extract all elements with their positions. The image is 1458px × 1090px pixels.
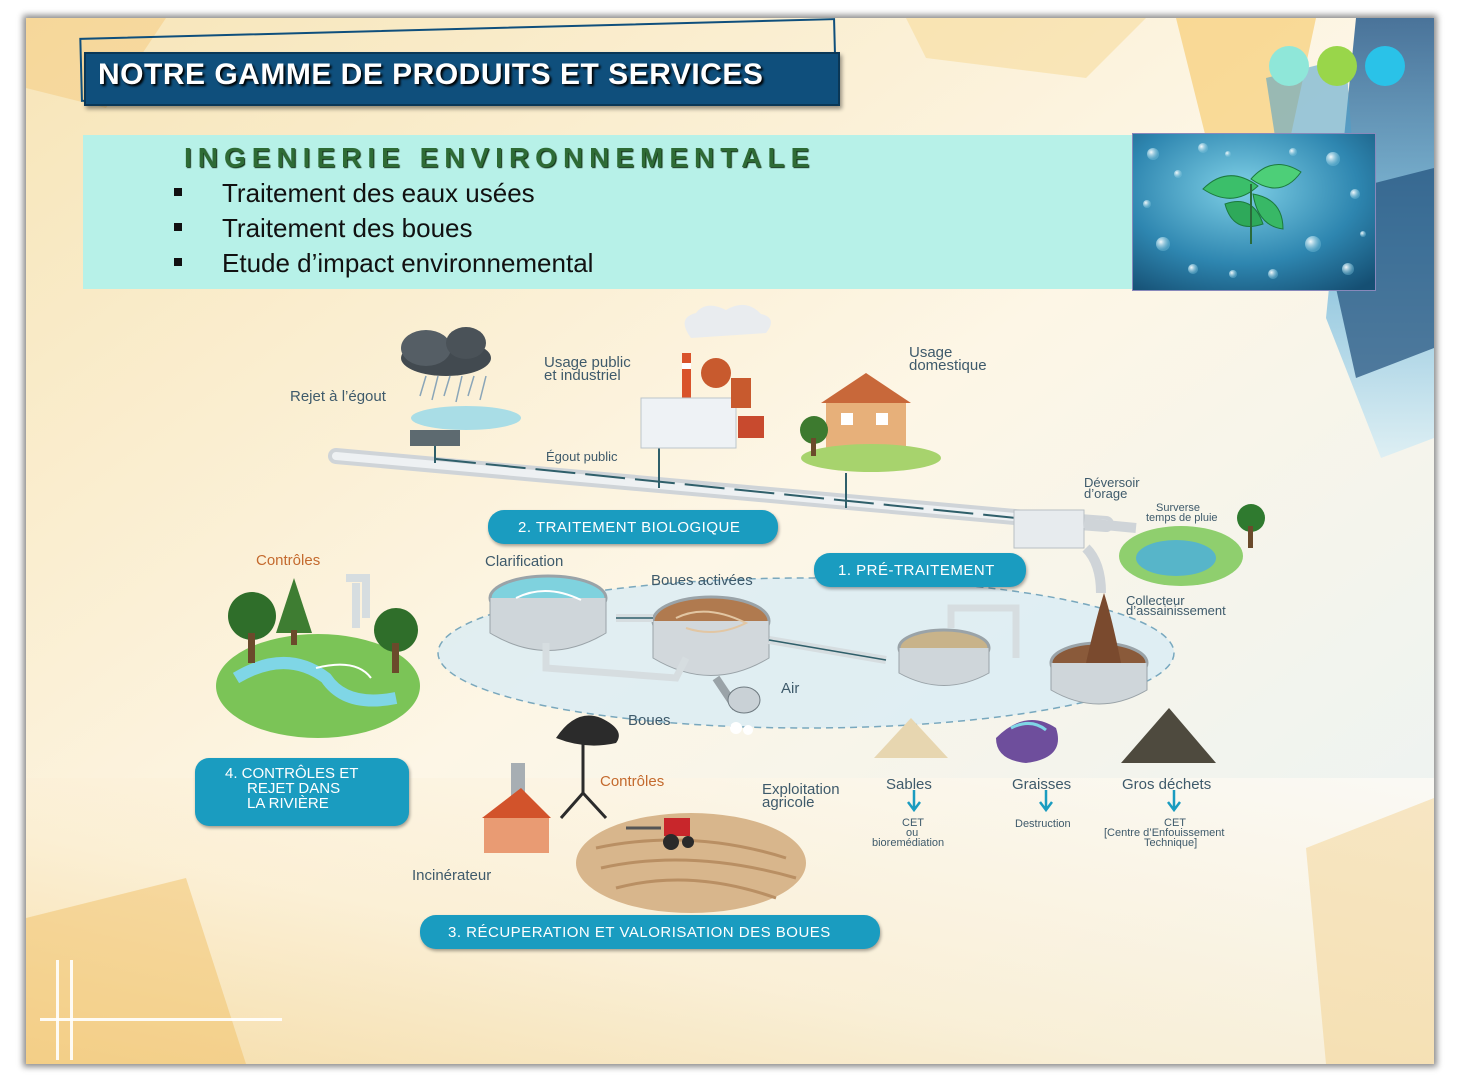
label-destruction: Destruction <box>1015 818 1071 830</box>
label-exploitation: Exploitation <box>762 781 840 798</box>
step-3-recuperation: 3. RÉCUPERATION ET VALORISATION DES BOUE… <box>420 915 880 949</box>
step-4-line-2: REJET DANS <box>247 780 341 797</box>
label-air: Air <box>781 680 800 697</box>
step-1-label: 1. PRÉ-TRAITEMENT <box>838 561 995 579</box>
leaf-water-photo <box>1132 133 1376 291</box>
bullet-text: Traitement des eaux usées <box>222 178 535 208</box>
bullet-marker <box>174 223 182 232</box>
label-rejet-egout: Rejet à l’égout <box>290 388 386 405</box>
step-4-line-1: 4. CONTRÔLES ET <box>225 765 359 782</box>
label-gros-dechets: Gros déchets <box>1122 776 1212 793</box>
step-1-pre-traitement: 1. PRÉ-TRAITEMENT <box>814 553 1026 587</box>
step-4-line-3: LA RIVIÈRE <box>247 795 329 812</box>
label-usage-domestique-2: domestique <box>909 357 987 374</box>
label-boues-activees: Boues activées <box>651 572 753 589</box>
page-title: NOTRE GAMME DE PRODUITS ET SERVICES <box>98 58 764 91</box>
label-graisses: Graisses <box>1012 776 1072 793</box>
bullet-item: Etude d’impact environnemental <box>174 248 593 279</box>
label-sables: Sables <box>886 776 932 793</box>
section-subtitle: INGENIERIE ENVIRONNEMENTALE <box>184 142 816 173</box>
label-collecteur-2: d’assainissement <box>1126 603 1226 618</box>
step-2-traitement-biologique: 2. TRAITEMENT BIOLOGIQUE <box>488 510 778 544</box>
step-3-label: 3. RÉCUPERATION ET VALORISATION DES BOUE… <box>448 923 831 941</box>
label-collecteur: Collecteur <box>1126 593 1185 608</box>
bullet-item: Traitement des eaux usées <box>174 178 535 209</box>
step-2-label: 2. TRAITEMENT BIOLOGIQUE <box>518 518 741 536</box>
label-cet-2-technique: Technique] <box>1144 837 1198 849</box>
label-cet-1-ou: ou <box>906 827 919 839</box>
bullet-text: Traitement des boues <box>222 213 473 243</box>
label-surverse: Surverse <box>1156 502 1201 514</box>
bullet-marker <box>174 258 182 267</box>
label-clarification: Clarification <box>485 553 564 570</box>
bullet-item: Traitement des boues <box>174 213 473 244</box>
label-exploitation-2: agricole <box>762 794 815 811</box>
decor-dot-teal <box>1269 46 1309 86</box>
label-egout-public: Égout public <box>546 449 618 464</box>
label-usage-public-2: et industriel <box>544 367 621 384</box>
label-usage-public: Usage public <box>544 354 631 371</box>
label-surverse-2: temps de pluie <box>1146 512 1218 524</box>
label-deversoir: Déversoir <box>1084 475 1140 490</box>
label-cet-2-centre: [Centre d’Enfouissement <box>1104 827 1225 839</box>
bullet-text: Etude d’impact environnemental <box>222 248 594 278</box>
label-boues: Boues <box>628 712 671 729</box>
label-controles-1: Contrôles <box>256 552 321 569</box>
decor-dot-blue <box>1365 46 1405 86</box>
slide: NOTRE GAMME DE PRODUITS ET SERVICES INGE… <box>26 18 1434 1064</box>
label-controles-2: Contrôles <box>600 773 665 790</box>
decor-dot-green <box>1317 46 1357 86</box>
label-incinerateur: Incinérateur <box>412 867 492 884</box>
label-cet-2: CET <box>1164 817 1186 829</box>
label-usage-domestique: Usage <box>909 344 953 361</box>
label-cet-1: CET <box>902 817 924 829</box>
label-deversoir-2: d’orage <box>1084 486 1128 501</box>
title-banner <box>84 52 840 106</box>
bullet-marker <box>174 188 182 197</box>
process-diagram <box>216 304 1265 913</box>
step-4-controles-rejet: 4. CONTRÔLES ET REJET DANS LA RIVIÈRE <box>195 758 409 826</box>
services-panel <box>83 135 1133 289</box>
label-cet-1-bioremediation: bioremédiation <box>872 837 945 849</box>
